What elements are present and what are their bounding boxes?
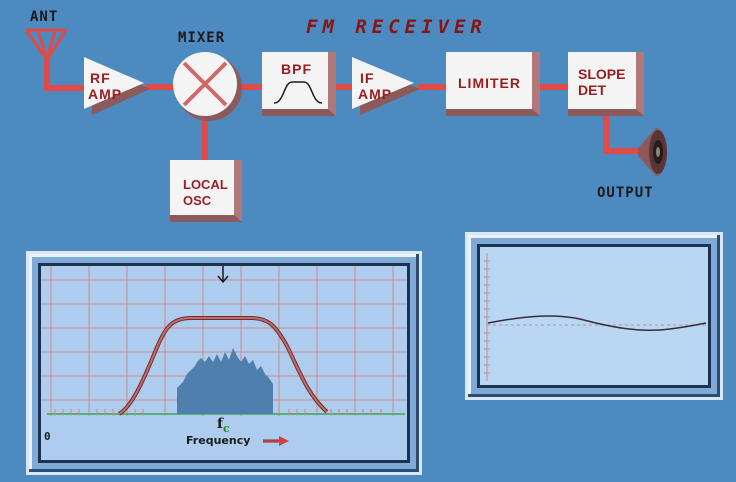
wire-if-limiter xyxy=(418,84,448,90)
wire-rf-mixer xyxy=(146,84,174,90)
if-amp-label-2: AMP xyxy=(358,86,393,102)
spectrum-screen: 0 fc Frequency xyxy=(38,263,410,463)
antenna-icon xyxy=(24,28,68,61)
wire-mixer-osc xyxy=(202,116,208,164)
local-osc-label-2: OSC xyxy=(183,193,212,208)
wire-det-output-h xyxy=(603,148,639,154)
slope-det-block xyxy=(568,52,644,116)
output-waveform-plot xyxy=(484,253,707,381)
fm-signal-spectrum xyxy=(177,348,273,414)
speaker-icon xyxy=(638,128,667,176)
output-audio-waveform xyxy=(487,315,707,332)
wire-det-output-v xyxy=(603,116,609,154)
bpf-curve-icon xyxy=(273,81,323,104)
spectrum-ticks xyxy=(54,409,382,416)
output-waveform-display xyxy=(465,232,723,400)
spectrum-display: 0 fc Frequency xyxy=(26,251,422,475)
wire-bpf-if xyxy=(334,84,354,90)
wire-ant-rf xyxy=(44,60,50,91)
rf-amp-block xyxy=(84,57,150,115)
mixer-label: MIXER xyxy=(178,30,226,46)
slope-det-label-1: SLOPE xyxy=(578,66,626,82)
limiter-block xyxy=(446,52,540,116)
local-osc-block xyxy=(170,160,242,222)
center-frequency-label: fc xyxy=(217,416,230,435)
rf-amp-label-2: AMP xyxy=(88,86,123,102)
output-label: OUTPUT xyxy=(597,185,654,201)
spectrum-grid xyxy=(41,266,407,416)
wire-limiter-det xyxy=(536,84,570,90)
mixer-icon xyxy=(173,52,242,121)
wire-mixer-bpf xyxy=(238,84,264,90)
frequency-axis-label: Frequency xyxy=(186,434,251,447)
spectrum-zero-label: 0 xyxy=(44,430,51,443)
if-amp-label-1: IF xyxy=(360,70,375,86)
rf-amp-label-1: RF xyxy=(90,70,111,86)
bpf-label: BPF xyxy=(281,61,312,77)
spectrum-plot xyxy=(41,266,407,416)
local-osc-label-1: LOCAL xyxy=(183,177,228,192)
output-waveform-screen xyxy=(477,244,711,388)
wire-ant-rf-h xyxy=(44,85,84,91)
diagram-title: FM RECEIVER xyxy=(306,16,487,38)
antenna-label: ANT xyxy=(30,9,59,25)
center-frequency-symbol: f xyxy=(217,416,224,432)
bpf-block xyxy=(262,52,336,116)
center-frequency-subscript: c xyxy=(223,421,230,435)
frequency-arrow-icon xyxy=(263,436,289,446)
limiter-label: LIMITER xyxy=(458,75,521,91)
slope-det-label-2: DET xyxy=(578,82,606,98)
if-amp-block xyxy=(352,57,420,115)
center-marker-arrow-icon xyxy=(217,266,229,284)
